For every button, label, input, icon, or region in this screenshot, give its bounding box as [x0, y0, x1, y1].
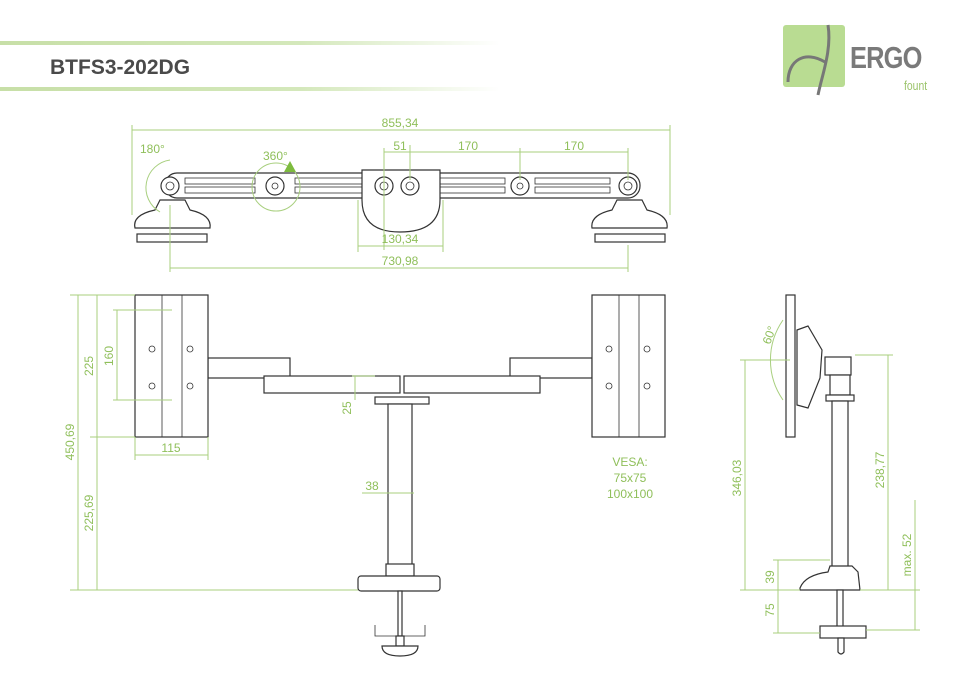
left-monitor-mount: [134, 199, 211, 229]
clamp-knob: [381, 645, 419, 657]
dim-arm-thickness: 25: [340, 401, 354, 415]
top-view: 855,34 51 170 170 180° 360° 130,34 730,9…: [131, 116, 671, 272]
desk-base: [357, 575, 441, 592]
dim-arm-segment-1: 170: [458, 139, 478, 153]
pole: [387, 403, 413, 567]
dim-plate-width: 115: [161, 441, 180, 455]
dim-joint-gap: 51: [393, 139, 407, 153]
vesa-size-2: 100x100: [607, 487, 653, 501]
dim-total-height: 450,69: [63, 423, 77, 460]
dim-plate-height: 225: [82, 356, 96, 376]
left-upper-arm: [207, 357, 291, 379]
ergofount-logo: ERGO fount: [780, 20, 940, 100]
dim-arm-segment-2: 170: [564, 139, 584, 153]
left-lower-arm: [263, 375, 401, 394]
dim-vesa-height: 160: [102, 346, 116, 366]
center-bracket: [361, 169, 441, 233]
side-view: 60° 346,03 238,77 max. 52 39 75: [730, 294, 920, 655]
dim-base-height: 39: [763, 570, 777, 584]
vesa-label: VESA:: [612, 455, 647, 469]
left-vesa-plate: [134, 294, 209, 438]
side-monitor-plate: [785, 294, 796, 438]
header-line-top: [0, 41, 500, 45]
dim-lower-height: 225,69: [82, 494, 96, 531]
dim-mount-span: 730,98: [382, 254, 419, 268]
right-lower-arm: [403, 375, 541, 394]
right-upper-arm: [509, 357, 593, 379]
page-title: BTFS3-202DG: [50, 56, 191, 79]
dim-center-width: 130,34: [382, 232, 419, 246]
logo-brand: ERGO: [850, 40, 922, 75]
rotation-indicator: [251, 162, 301, 212]
side-tilt-label: 60°: [760, 324, 779, 346]
dim-pole-diameter: 38: [365, 479, 379, 493]
dim-pole-height: 238,77: [873, 451, 887, 488]
dim-side-height: 346,03: [730, 459, 744, 496]
side-pole: [831, 400, 849, 572]
vesa-size-1: 75x75: [614, 471, 647, 485]
rotation-arrow-icon: [284, 161, 296, 172]
dim-overall-width: 855,34: [382, 116, 419, 130]
front-view: 450,69 225 225,69 160 115 25 38 VESA: 75…: [63, 294, 666, 657]
dim-clamp-depth: 75: [763, 603, 777, 617]
header-line-bottom: [0, 87, 500, 91]
logo-swoosh-icon: [786, 24, 831, 96]
dim-desk-max: max. 52: [900, 533, 914, 576]
tilt-head: [796, 325, 823, 409]
tilt-angle-label: 180°: [140, 142, 165, 156]
right-vesa-plate: [591, 294, 666, 438]
right-monitor-mount: [591, 199, 668, 229]
side-base: [799, 565, 861, 591]
logo-sub: fount: [904, 78, 928, 93]
rotation-angle-label: 360°: [263, 149, 288, 163]
